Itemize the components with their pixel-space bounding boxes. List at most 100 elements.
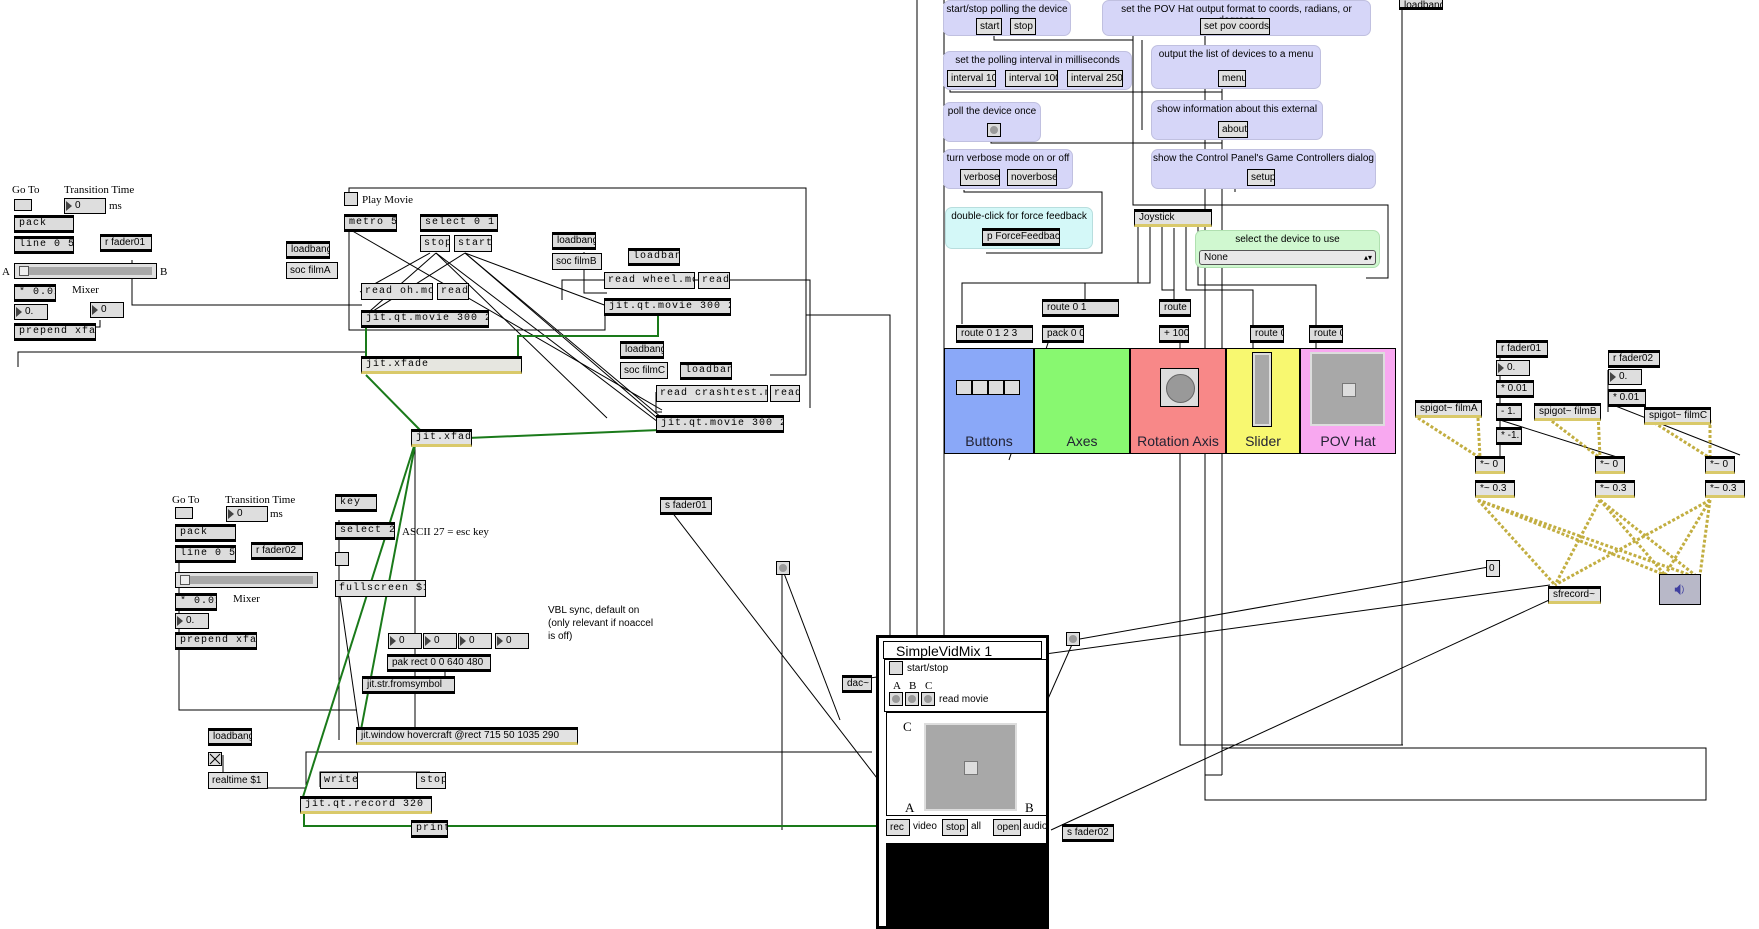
crossfade-slider-2[interactable]	[175, 572, 318, 588]
transition-time-number[interactable]: 0	[64, 198, 106, 214]
read-a-bang[interactable]	[889, 692, 903, 706]
rect-number-4[interactable]: 0	[495, 633, 529, 649]
write-message[interactable]: write	[320, 772, 358, 789]
transition-time-number-2[interactable]: 0	[226, 506, 268, 522]
read-c-message[interactable]: read	[770, 385, 800, 402]
crossfade-slider-1[interactable]	[14, 263, 157, 279]
minus-one[interactable]: - 1.	[1496, 403, 1522, 421]
soc-filma[interactable]: soc filmA	[286, 262, 338, 279]
joystick-button-1[interactable]	[956, 380, 972, 395]
xy-pad-knob[interactable]	[964, 761, 978, 775]
pack-object[interactable]: pack	[14, 215, 74, 233]
read-b-bang[interactable]	[905, 692, 919, 706]
jit-xfade-2[interactable]: jit.xfade	[411, 429, 472, 447]
route-axes[interactable]: route 0 1	[1042, 299, 1119, 317]
prepend-xfade-object-2[interactable]: prepend xfade	[175, 632, 257, 650]
rect-number-2[interactable]: 0	[423, 633, 457, 649]
volume-b[interactable]: *~ 0.3	[1595, 480, 1635, 498]
spigot-filmc[interactable]: spigot~ filmC	[1644, 407, 1711, 425]
stop-message[interactable]: stop	[420, 235, 450, 252]
forcefeedback-subpatch[interactable]: p ForceFeedback	[982, 228, 1060, 246]
zero-message[interactable]: 0	[1486, 560, 1500, 577]
joystick-object[interactable]: Joystick	[1134, 209, 1212, 227]
int-number[interactable]: 0	[90, 302, 124, 318]
times-neg-one[interactable]: * -1.	[1496, 427, 1522, 445]
pack-object-2[interactable]: pack	[175, 524, 236, 542]
jit-qt-movie-a[interactable]: jit.qt.movie 300 200	[361, 310, 489, 328]
bang-right[interactable]	[1066, 632, 1080, 646]
loadbang-record[interactable]: loadbang	[208, 728, 252, 746]
stop-all-message[interactable]: stop	[942, 819, 968, 836]
about-button[interactable]: about	[1218, 121, 1248, 138]
pov-pad-knob[interactable]	[1342, 383, 1356, 397]
interval-100-button[interactable]: interval 100	[1005, 70, 1058, 87]
rect-number-1[interactable]: 0	[388, 633, 422, 649]
device-menu[interactable]: None ▴▾	[1199, 250, 1376, 265]
loadbang-a[interactable]: loadbang	[286, 241, 330, 259]
interval-10-button[interactable]: interval 10	[947, 70, 996, 87]
start-message[interactable]: start	[454, 235, 492, 252]
loadbang-c2[interactable]: loadbang	[680, 362, 732, 380]
receive-fader01[interactable]: r fader01	[100, 234, 152, 252]
realtime-toggle[interactable]	[208, 752, 222, 766]
pack-axes[interactable]: pack 0 0	[1042, 325, 1084, 343]
line-object-2[interactable]: line 0 50	[175, 545, 236, 563]
jit-qt-record-object[interactable]: jit.qt.record 320 240	[300, 796, 432, 814]
plus-100[interactable]: + 100	[1159, 325, 1189, 343]
route-slider[interactable]: route 0	[1250, 325, 1284, 343]
fullscreen-message[interactable]: fullscreen $1	[335, 580, 426, 597]
gain-a[interactable]: *~ 0	[1475, 456, 1505, 474]
jit-qt-movie-b[interactable]: jit.qt.movie 300 200	[604, 298, 731, 316]
jit-str-fromsymbol-object[interactable]: jit.str.fromsymbol	[362, 676, 455, 694]
play-movie-toggle[interactable]	[344, 192, 358, 206]
fader01-float[interactable]: 0.	[1496, 360, 1530, 376]
read-a-message[interactable]: read	[437, 283, 469, 300]
jit-qt-movie-c[interactable]: jit.qt.movie 300 200	[656, 415, 784, 433]
menu-button[interactable]: menu	[1218, 70, 1246, 87]
soc-filmc[interactable]: soc filmC	[620, 362, 668, 379]
realtime-message[interactable]: realtime $1	[208, 772, 268, 789]
loadbang-b2[interactable]: loadbang	[628, 248, 680, 266]
route-buttons[interactable]: route 0 1 2 3	[956, 325, 1033, 343]
jit-window-object[interactable]: jit.window hovercraft @rect 715 50 1035 …	[356, 727, 578, 745]
receive-fader01-audio[interactable]: r fader01	[1496, 340, 1548, 358]
pak-rect-object[interactable]: pak rect 0 0 640 480	[387, 654, 491, 672]
send-fader01[interactable]: s fader01	[660, 497, 712, 515]
stop-record-message[interactable]: stop	[416, 772, 446, 789]
set-pov-coords-button[interactable]: set pov coords	[1200, 18, 1270, 35]
scale-object-2[interactable]: * 0.01	[175, 593, 217, 611]
sfrecord-object[interactable]: sfrecord~	[1548, 586, 1601, 604]
spigot-filmb[interactable]: spigot~ filmB	[1534, 403, 1601, 421]
noverbose-button[interactable]: noverbose	[1007, 169, 1057, 186]
print-object[interactable]: print	[411, 820, 448, 838]
scale-fader01[interactable]: * 0.01	[1496, 380, 1534, 398]
read-b-message[interactable]: read	[698, 272, 730, 289]
pov-pad[interactable]	[1310, 352, 1385, 426]
rec-message[interactable]: rec	[886, 819, 910, 836]
loadbang-b[interactable]: loadbang	[552, 232, 596, 250]
read-c-bang[interactable]	[921, 692, 935, 706]
verbose-button[interactable]: verbose	[960, 169, 1000, 186]
read-crashtest-message[interactable]: read crashtest.mov	[656, 385, 768, 402]
spigot-filma[interactable]: spigot~ filmA	[1415, 400, 1482, 418]
gain-b[interactable]: *~ 0	[1595, 456, 1625, 474]
send-fader02[interactable]: s fader02	[1062, 824, 1114, 842]
rotation-dial[interactable]	[1160, 368, 1199, 407]
setup-button[interactable]: setup	[1247, 169, 1275, 186]
scale-object[interactable]: * 0.01	[14, 284, 56, 302]
xy-pad[interactable]	[924, 723, 1017, 811]
joystick-button-2[interactable]	[972, 380, 988, 395]
goto-toggle-2[interactable]	[175, 507, 193, 519]
poll-once-bang[interactable]	[987, 123, 1001, 137]
soc-filmb[interactable]: soc filmB	[552, 253, 602, 270]
metro-object[interactable]: metro 50	[344, 214, 397, 232]
select-27-object[interactable]: select 27	[335, 522, 395, 540]
scale-fader02[interactable]: * 0.01	[1608, 389, 1646, 407]
key-object[interactable]: key	[335, 494, 377, 512]
stop-polling-button[interactable]: stop	[1010, 18, 1036, 35]
bang-left[interactable]	[776, 561, 790, 575]
line-object[interactable]: line 0 50	[14, 236, 74, 254]
startstop-toggle[interactable]	[889, 661, 903, 675]
start-polling-button[interactable]: start	[976, 18, 1002, 35]
joystick-button-4[interactable]	[1004, 380, 1020, 395]
